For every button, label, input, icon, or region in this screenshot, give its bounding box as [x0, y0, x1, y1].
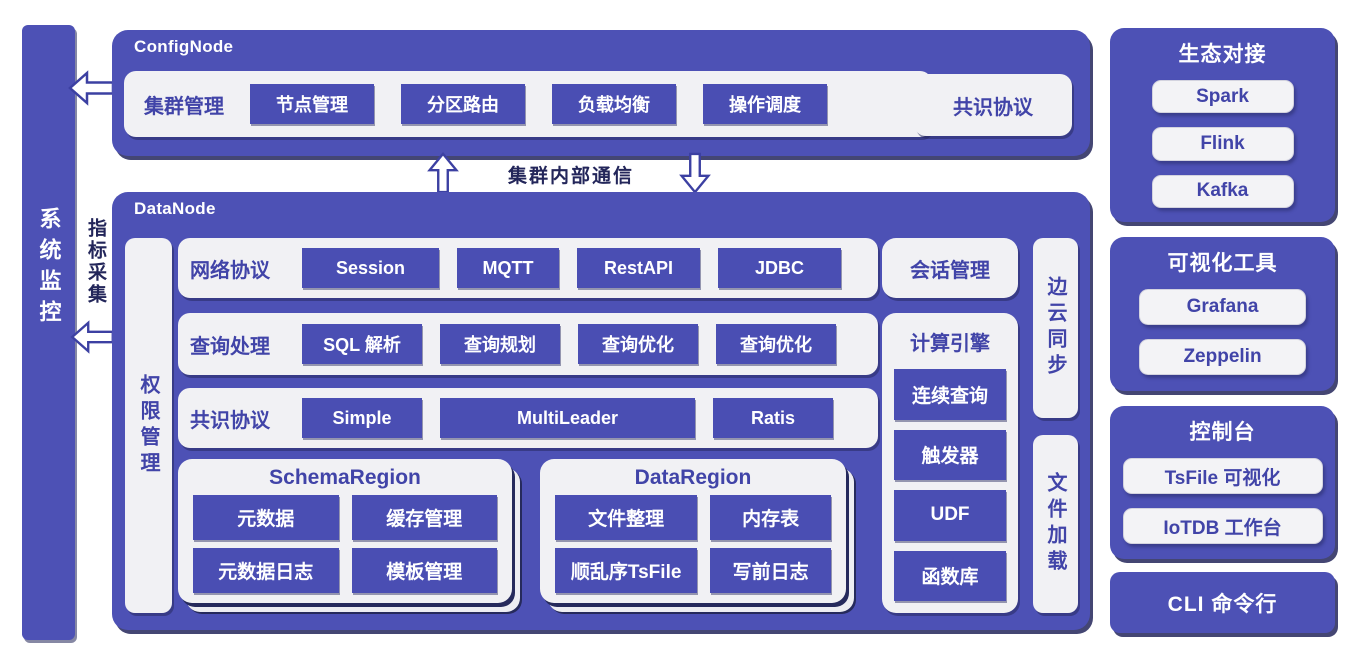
kafka-button: Kafka [1151, 174, 1294, 208]
template-management-button: 模板管理 [351, 548, 497, 593]
cluster-management-panel: 集群管理 节点管理 分区路由 负载均衡 操作调度 [124, 71, 932, 137]
tsfile-visualization-button: TsFile 可视化 [1122, 458, 1323, 494]
cache-management-button: 缓存管理 [351, 495, 497, 540]
console-panel: 控制台 TsFile 可视化 IoTDB 工作台 [1110, 406, 1335, 559]
arrow-down-icon [679, 152, 711, 194]
session-management-box: 会话管理 [882, 238, 1018, 298]
file-load-bar: 文件加载 [1033, 435, 1078, 613]
zeppelin-button: Zeppelin [1139, 339, 1306, 375]
iotdb-workbench-button: IoTDB 工作台 [1122, 508, 1323, 544]
ratis-consensus-button: Ratis [713, 398, 833, 438]
memtable-button: 内存表 [710, 495, 831, 540]
data-region-grid: 文件整理 内存表 顺乱序TsFile 写前日志 [555, 495, 831, 593]
cli-label: CLI 命令行 [1167, 592, 1278, 616]
edge-cloud-sync-bar: 边云同步 [1033, 238, 1078, 418]
cluster-management-label: 集群管理 [144, 95, 224, 118]
config-node-title: ConfigNode [134, 37, 234, 56]
data-region-title: DataRegion [634, 466, 752, 489]
system-monitor-label: 系统监控 [36, 206, 62, 331]
consensus-protocol-buttons: Simple MultiLeader Ratis [302, 398, 833, 438]
console-panel-title: 控制台 [1189, 421, 1256, 444]
datanode-consensus-label: 共识协议 [190, 409, 270, 432]
mqtt-button: MQTT [457, 248, 559, 288]
query-optimization-button-2: 查询优化 [716, 324, 836, 364]
visualization-panel-title: 可视化工具 [1167, 252, 1278, 275]
permission-management-label: 权限管理 [137, 373, 159, 478]
partition-routing-button: 分区路由 [401, 84, 525, 124]
ecosystem-panel: 生态对接 Spark Flink Kafka [1110, 28, 1335, 222]
query-processing-buttons: SQL 解析 查询规划 查询优化 查询优化 [302, 324, 836, 364]
consensus-protocol-row: 共识协议 Simple MultiLeader Ratis [178, 388, 878, 448]
load-balancing-button: 负载均衡 [552, 84, 676, 124]
schema-region-grid: 元数据 缓存管理 元数据日志 模板管理 [193, 495, 497, 593]
query-optimization-button: 查询优化 [578, 324, 698, 364]
edge-cloud-sync-label: 边云同步 [1044, 276, 1066, 380]
simple-consensus-button: Simple [302, 398, 422, 438]
cluster-internal-communication-label: 集群内部通信 [507, 166, 634, 187]
network-protocol-label: 网络协议 [190, 259, 270, 282]
sql-parsing-button: SQL 解析 [302, 324, 422, 364]
data-region-card: DataRegion 文件整理 内存表 顺乱序TsFile 写前日志 [540, 459, 846, 603]
confignode-consensus-box: 共识协议 [914, 74, 1072, 136]
jdbc-button: JDBC [718, 248, 841, 288]
function-library-button: 函数库 [894, 550, 1006, 601]
visualization-panel: 可视化工具 Grafana Zeppelin [1110, 237, 1335, 391]
system-monitor-bar: 系统监控 [22, 25, 75, 640]
data-node-box: DataNode 权限管理 网络协议 Session MQTT RestAPI … [112, 192, 1090, 630]
file-compaction-button: 文件整理 [555, 495, 698, 540]
multileader-consensus-button: MultiLeader [440, 398, 695, 438]
network-protocol-buttons: Session MQTT RestAPI JDBC [302, 248, 841, 288]
permission-management-bar: 权限管理 [125, 238, 172, 613]
grafana-button: Grafana [1139, 289, 1306, 325]
metrics-collection-label: 指标采集 [85, 218, 106, 306]
compute-engine-panel: 计算引擎 连续查询 触发器 UDF 函数库 [882, 313, 1018, 613]
compute-engine-buttons: 连续查询 触发器 UDF 函数库 [894, 369, 1006, 601]
seq-unseq-tsfile-button: 顺乱序TsFile [555, 548, 698, 593]
arrow-left-icon [70, 320, 114, 354]
udf-button: UDF [894, 490, 1006, 541]
compute-engine-title: 计算引擎 [910, 333, 990, 355]
spark-button: Spark [1151, 80, 1294, 114]
continuous-query-button: 连续查询 [894, 369, 1006, 420]
session-button: Session [302, 248, 439, 288]
schema-region-card: SchemaRegion 元数据 缓存管理 元数据日志 模板管理 [178, 459, 512, 603]
file-load-label: 文件加载 [1044, 472, 1066, 576]
operation-scheduling-button: 操作调度 [703, 84, 827, 124]
cli-box: CLI 命令行 [1110, 572, 1335, 633]
node-management-button: 节点管理 [250, 84, 374, 124]
flink-button: Flink [1151, 127, 1294, 161]
session-management-label: 会话管理 [910, 259, 990, 282]
query-processing-row: 查询处理 SQL 解析 查询规划 查询优化 查询优化 [178, 313, 878, 375]
data-node-title: DataNode [134, 199, 216, 218]
metadata-button: 元数据 [193, 495, 339, 540]
query-processing-label: 查询处理 [190, 335, 270, 358]
restapi-button: RestAPI [577, 248, 700, 288]
trigger-button: 触发器 [894, 429, 1006, 480]
arrow-left-icon [68, 70, 114, 106]
arrow-up-icon [427, 152, 459, 194]
network-protocol-row: 网络协议 Session MQTT RestAPI JDBC [178, 238, 878, 298]
metadata-log-button: 元数据日志 [193, 548, 339, 593]
schema-region-title: SchemaRegion [269, 466, 421, 489]
confignode-consensus-label: 共识协议 [953, 96, 1033, 119]
write-ahead-log-button: 写前日志 [710, 548, 831, 593]
ecosystem-panel-title: 生态对接 [1178, 43, 1267, 66]
query-planning-button: 查询规划 [440, 324, 560, 364]
config-node-box: ConfigNode 集群管理 节点管理 分区路由 负载均衡 操作调度 共识协议 [112, 30, 1090, 156]
